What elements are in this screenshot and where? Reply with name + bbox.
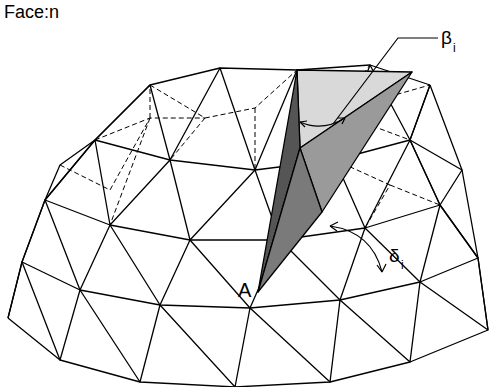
highlighted-panel bbox=[258, 70, 412, 292]
angle-beta-marker bbox=[300, 38, 438, 127]
figure-title: Face:n bbox=[4, 3, 59, 21]
angle-label: δ bbox=[389, 246, 400, 265]
point-label: A bbox=[238, 280, 251, 300]
subscript: i bbox=[401, 259, 404, 271]
dome-frame bbox=[8, 65, 488, 387]
angle-delta-marker bbox=[330, 222, 386, 272]
hidden-edges bbox=[60, 65, 440, 228]
angle-label: β bbox=[441, 28, 452, 47]
subscript: i bbox=[453, 42, 456, 54]
